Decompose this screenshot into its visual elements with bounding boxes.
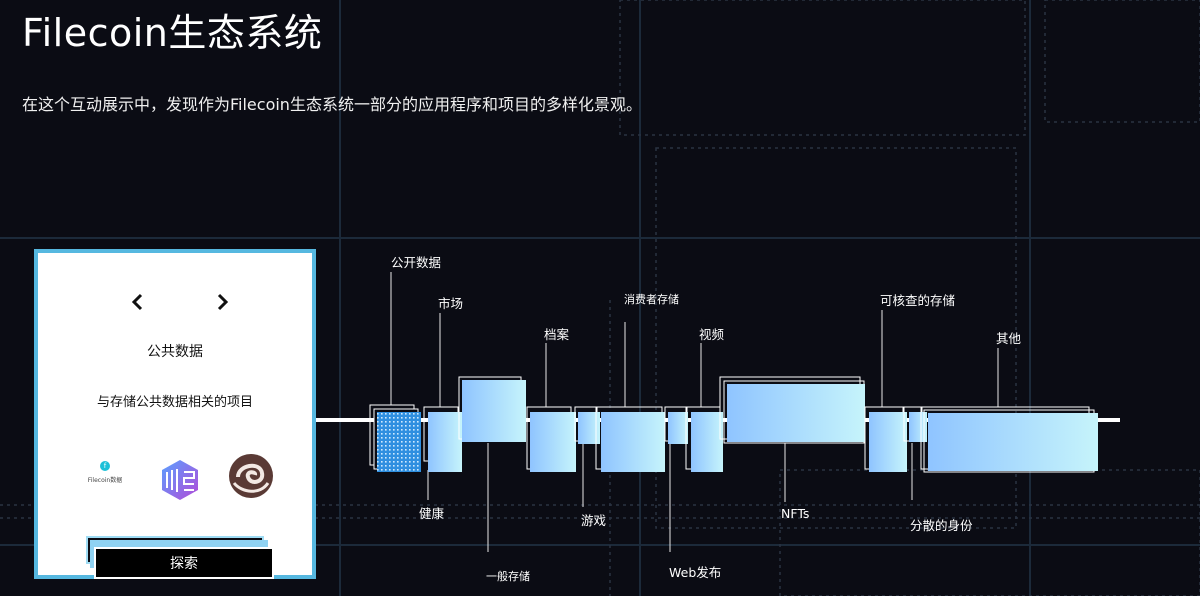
label-archive: 档案 [544,327,570,342]
sphere-logo[interactable] [228,453,274,503]
label-verifiable-storage: 可核查的存储 [880,293,955,308]
category-box-public-data [377,412,421,472]
label-general-storage: 一般存储 [486,569,530,583]
label-other: 其他 [996,331,1022,346]
category-box-decentralized-identity [909,412,927,442]
category-blocks [369,376,1098,473]
category-box-other [928,413,1098,471]
label-market: 市场 [438,296,463,311]
label-consumer-storage: 消费者存储 [624,292,679,306]
category-box-games [578,412,600,444]
chevron-left-icon[interactable] [130,293,144,316]
category-box-health [428,412,462,472]
category-box-video [691,412,723,472]
category-box-general-storage [462,380,526,442]
category-box-verifiable-storage [869,412,907,472]
category-box-consumer-storage [601,412,665,472]
label-games: 游戏 [581,513,606,528]
category-detail-panel: 公共数据 与存储公共数据相关的项目 f Filecoin数据 [34,249,316,579]
label-health: 健康 [419,506,445,521]
cube-logo[interactable] [158,458,202,506]
label-nfts: NFTs [781,506,809,521]
explore-button[interactable]: 探索 [94,547,274,579]
page-description: 在这个互动展示中，发现作为Filecoin生态系统一部分的应用程序和项目的多样化… [22,95,642,114]
category-box-archive [530,412,576,472]
chevron-right-icon[interactable] [216,293,230,316]
filecoin-data-logo[interactable]: f Filecoin数据 [80,453,130,484]
label-public-data: 公开数据 [391,255,441,270]
label-video: 视频 [699,327,725,342]
page-title: Filecoin生态系统 [22,11,323,55]
category-box-nfts [727,384,865,442]
category-description: 与存储公共数据相关的项目 [96,395,253,410]
label-web-publishing: Web发布 [669,565,721,580]
category-title: 公共数据 [147,344,203,360]
filecoin-icon: f [100,461,110,471]
filecoin-logo-text: Filecoin数据 [87,477,123,484]
category-box-web-publishing [668,412,688,444]
label-decentralized-identity: 分散的身份 [910,518,973,533]
